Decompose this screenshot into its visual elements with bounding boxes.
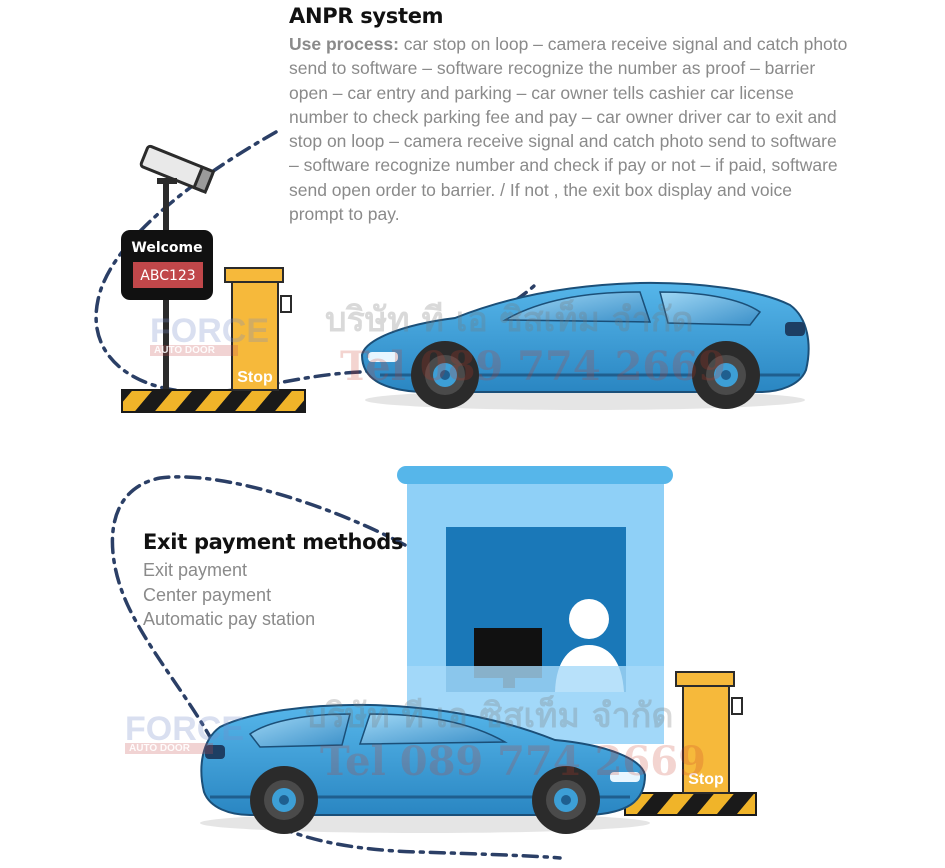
anpr-body-text: car stop on loop – camera receive signal… — [289, 34, 848, 225]
watermark-logo-sub: AUTO DOOR — [150, 345, 238, 356]
watermark-company: บริษัท ที เอ ซิสเท็ม จำกัด — [325, 300, 694, 340]
anpr-description: Use process: car stop on loop – camera r… — [289, 32, 849, 226]
anpr-title: ANPR system — [289, 4, 444, 28]
watermark-logo-sub: AUTO DOOR — [125, 743, 213, 754]
display-line1: Welcome — [131, 240, 202, 256]
exit-title: Exit payment methods — [143, 530, 404, 554]
dashed-loop-bottom — [110, 475, 562, 860]
exit-method-item: Automatic pay station — [143, 609, 316, 629]
watermark-tel: Tel 089 774 2669 — [320, 738, 706, 785]
barrier-bottom-label: Stop — [688, 771, 724, 788]
watermark-logo: FORCE AUTO DOOR — [150, 312, 269, 356]
watermark-logo: FORCE AUTO DOOR — [125, 710, 244, 754]
car-top — [360, 281, 810, 410]
exit-methods-list: Exit payment Center payment Automatic pa… — [143, 558, 315, 632]
watermark-logo-text: FORCE — [150, 312, 269, 350]
car-bottom — [200, 703, 650, 834]
barrier-top-label: Stop — [237, 369, 273, 386]
exit-method-item: Exit payment — [143, 560, 248, 580]
barrier-gate-top: Stop — [121, 267, 306, 413]
watermark-tel: Tel 089 774 2669 — [340, 343, 726, 390]
watermark-company: บริษัท ที เอ ซิสเท็ม จำกัด — [305, 696, 674, 736]
watermark-logo-text: FORCE — [125, 710, 244, 748]
barrier-gate-bottom: Stop — [624, 671, 757, 816]
cashier-booth — [397, 466, 673, 744]
display-line2: ABC123 — [140, 268, 195, 284]
welcome-display: Welcome ABC123 — [121, 230, 213, 300]
anpr-lead: Use process: — [289, 34, 399, 54]
exit-method-item: Center payment — [143, 584, 272, 605]
